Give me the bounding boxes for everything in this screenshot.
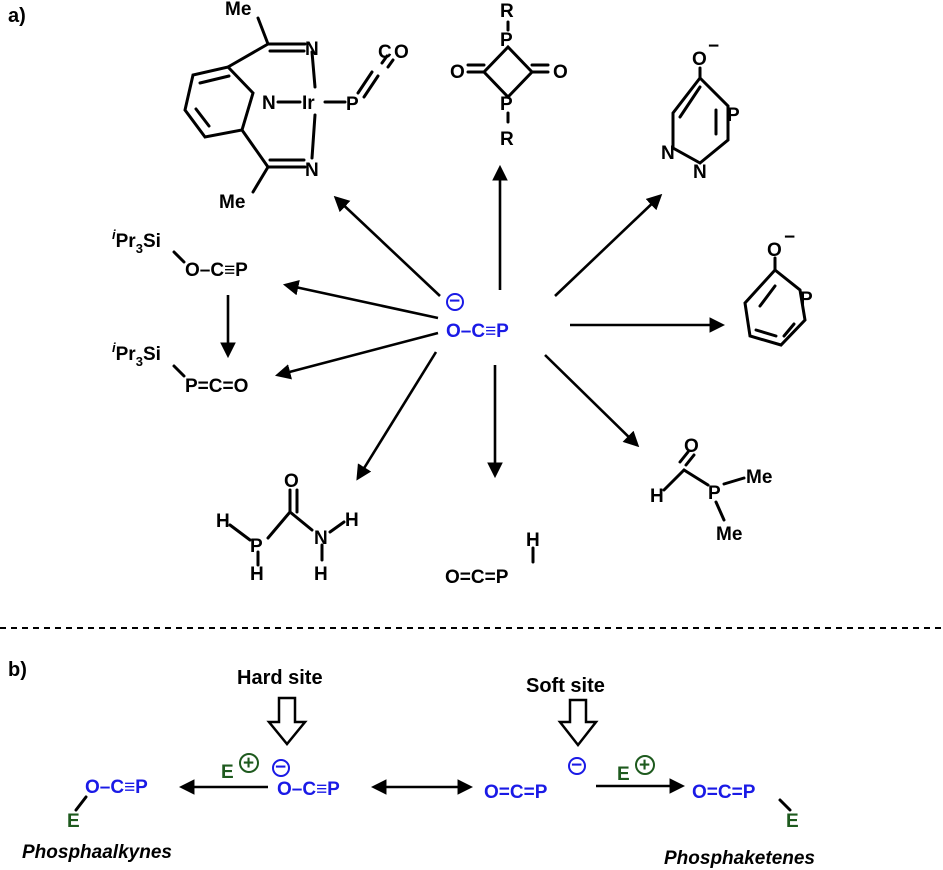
diphos-o-left: O <box>450 62 465 83</box>
negative-charge-circle <box>446 293 464 311</box>
ir-c: C <box>378 42 392 63</box>
diphos-p-bottom: P <box>500 94 513 115</box>
hpco-chain: O=C=P <box>445 567 509 588</box>
carb-h-left: H <box>216 511 230 532</box>
triazaphosphinine-anion: O − P N N <box>661 36 740 183</box>
phosphaketenes-label: Phosphaketenes <box>664 848 815 869</box>
ir-o: O <box>394 42 409 63</box>
carb-p: P <box>250 536 263 557</box>
arrow-to-iridium <box>333 195 441 297</box>
formyl-p: P <box>708 483 721 504</box>
ketene-chain: O=C=P <box>692 782 756 803</box>
phosphinine-anion: O − P <box>743 227 813 347</box>
resonance-form-oxygen: − O–C≡P <box>272 757 340 800</box>
silyl-ketene-chain: P=C=O <box>185 376 248 397</box>
panel-a-label: a) <box>8 5 26 27</box>
carb-n: N <box>314 528 328 549</box>
resonance-o-text: O–C≡P <box>277 779 340 800</box>
arrow-to-triazaphosphinine <box>554 193 663 297</box>
center-charge: − <box>449 291 460 312</box>
silyl-alkyne-chain: O–C≡P <box>185 260 248 281</box>
phos-o: O <box>767 240 782 261</box>
formyl-o: O <box>684 436 699 457</box>
diphos-p-top: P <box>500 30 513 51</box>
phosphaalkyne-product: O–C≡P E Phosphaalkynes <box>22 777 172 863</box>
tri-charge: − <box>708 36 719 57</box>
carb-h-n1: H <box>345 510 359 531</box>
resonance-form-phosphorus: O=C=P − <box>484 755 586 803</box>
positive-charge-left <box>239 753 259 773</box>
formylphosphine: H O P Me Me <box>650 436 772 545</box>
phosphaketene-product: O=C=P E Phosphaketenes <box>664 782 815 869</box>
phos-charge: − <box>784 227 795 248</box>
positive-charge-right <box>635 755 655 775</box>
ir-n-pyridine: N <box>262 93 276 114</box>
carb-h-p: H <box>250 564 264 585</box>
soft-site-label: Soft site <box>526 675 605 697</box>
ir-me-top: Me <box>225 0 251 20</box>
tri-n2: N <box>693 162 707 183</box>
ir-n-top: N <box>305 39 319 60</box>
formyl-me-bottom: Me <box>716 524 742 545</box>
silyl-phosphaalkyne: iPr3Si O–C≡P <box>112 227 248 281</box>
hpco: H O=C=P <box>445 530 540 588</box>
arrow-to-carbamoylphosphine <box>356 351 438 481</box>
center-ion-text: O–C≡P <box>446 321 509 342</box>
alkyne-e: E <box>67 811 80 832</box>
formyl-h: H <box>650 486 664 507</box>
arrow-to-silyl-ketene <box>274 331 439 380</box>
hard-site-arrow <box>266 696 308 746</box>
silyl-ketene-group: iPr3Si <box>112 340 161 369</box>
diphos-r-top: R <box>500 1 514 22</box>
carb-h-n2: H <box>314 564 328 585</box>
plus-right: + <box>639 755 650 776</box>
electrophile-right: E <box>617 764 630 785</box>
tri-n1: N <box>661 143 675 164</box>
diphos-r-bottom: R <box>500 129 514 150</box>
iridium-pincer-complex: Me Me N N N Ir P C O <box>183 0 409 213</box>
electrophile-left: E <box>221 762 234 783</box>
charge-p: − <box>571 755 582 776</box>
arrow-to-formylphosphine <box>544 354 640 448</box>
tri-p: P <box>727 105 740 126</box>
silyl-phosphaketene: iPr3Si P=C=O <box>112 340 248 397</box>
reaction-arrows <box>220 164 726 481</box>
ir-n-bottom: N <box>305 160 319 181</box>
hpco-h: H <box>526 530 540 551</box>
plus-left: + <box>243 753 254 774</box>
charge-o: − <box>275 757 286 778</box>
alkyne-chain: O–C≡P <box>85 777 148 798</box>
silyl-alkyne-group: iPr3Si <box>112 227 161 256</box>
panel-b-label: b) <box>8 659 27 681</box>
phosphaalkynes-label: Phosphaalkynes <box>22 842 172 863</box>
ir-p: P <box>346 94 359 115</box>
charge-o-circle <box>272 759 290 777</box>
ir-me-bottom: Me <box>219 192 245 213</box>
ketene-e: E <box>786 811 799 832</box>
ir-metal: Ir <box>302 93 315 114</box>
carbamoylphosphine: H P H O N H H <box>216 471 359 585</box>
diphos-o-right: O <box>553 62 568 83</box>
soft-site-arrow <box>557 698 599 748</box>
diphosphetane-dione: R R P P O O <box>450 1 568 150</box>
arrow-to-silyl-alkyne <box>282 280 439 320</box>
formyl-me-right: Me <box>746 467 772 488</box>
resonance-p-text: O=C=P <box>484 782 548 803</box>
carb-o: O <box>284 471 299 492</box>
hard-site-label: Hard site <box>237 667 323 689</box>
central-ocp-anion: − O–C≡P <box>446 291 509 342</box>
charge-p-circle <box>568 757 586 775</box>
phos-p: P <box>800 289 813 310</box>
tri-o: O <box>692 49 707 70</box>
